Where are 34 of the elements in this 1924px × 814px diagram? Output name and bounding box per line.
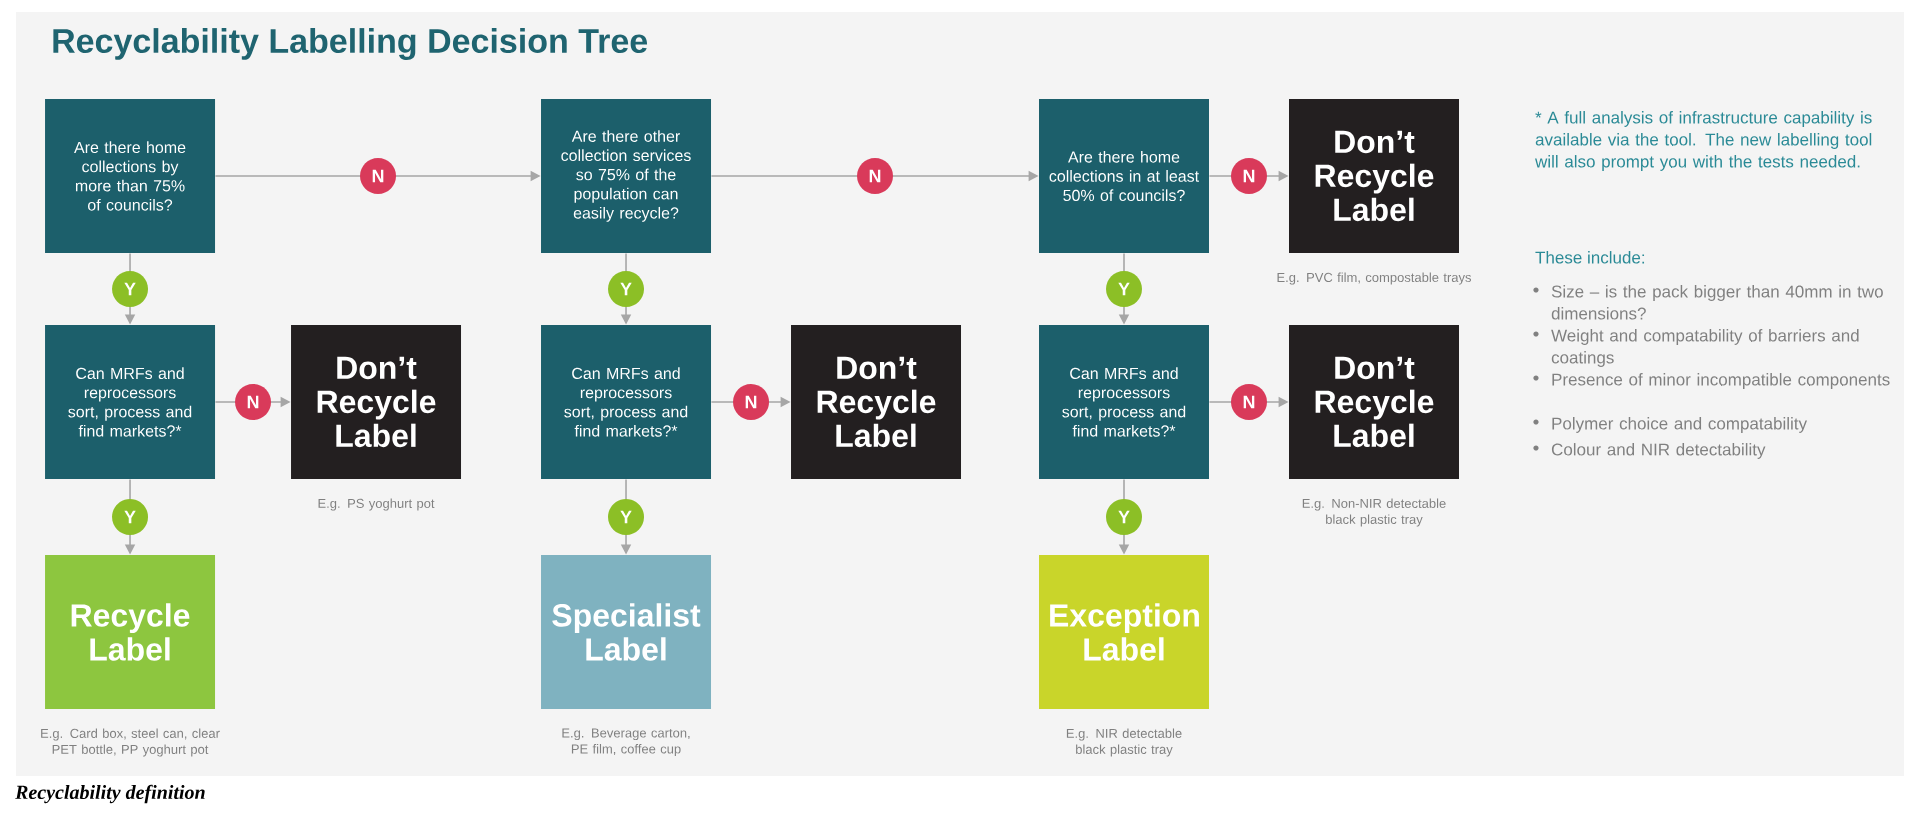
label-box: Exception Label xyxy=(1039,555,1209,709)
label-box: Don’t Recycle Label xyxy=(1289,99,1459,253)
decision-badge: Y xyxy=(112,271,149,307)
question-box: Can MRFs and reprocessors sort, process and find markets?* xyxy=(45,325,216,479)
bullet-item: Size – is the pack bigger than 40mm in two dimensions? xyxy=(1551,285,1883,320)
decision-badge: Y xyxy=(608,499,644,535)
question-box: Are there other collection services so 75% of the population can easily recycle? xyxy=(541,99,711,253)
decision-badge: N xyxy=(1231,384,1267,420)
label-box: Don’t Recycle Label xyxy=(791,325,961,479)
question-box: Can MRFs and reprocessors sort, process and find markets?* xyxy=(1039,325,1209,479)
label-box: Recycle Label xyxy=(45,555,216,709)
label-box: Don’t Recycle Label xyxy=(291,325,461,479)
footnote: * A full analysis of infrastructure capability is available via the tool. The new labelling tool will also prompt you with the tests needed. xyxy=(1535,111,1872,171)
decision-badge: Y xyxy=(112,499,149,535)
decision-badge: N xyxy=(360,158,396,194)
question-box: Can MRFs and reprocessors sort, process and find markets?* xyxy=(541,325,711,479)
decision-badge: N xyxy=(1231,158,1267,194)
bullet-item: Colour and NIR detectability xyxy=(1551,443,1766,459)
bullet-item: Presence of minor incompatible components xyxy=(1552,373,1890,389)
decision-badge: N xyxy=(235,384,272,420)
label-box: Don’t Recycle Label xyxy=(1289,325,1459,479)
decision-badge: Y xyxy=(1106,271,1142,307)
bullet-item: Weight and compatability of barriers and coatings xyxy=(1551,329,1859,367)
decision-badge: N xyxy=(733,384,769,420)
bullet-item: Polymer choice and compatability xyxy=(1552,417,1807,433)
decision-badge: Y xyxy=(1106,499,1142,535)
caption: Recyclability definition xyxy=(15,784,205,804)
decision-badge: N xyxy=(857,158,893,194)
question-box: Are there home collections by more than 75% of councils? xyxy=(45,99,216,253)
decision-badge: Y xyxy=(608,271,644,307)
title: Recyclability Labelling Decision Tree xyxy=(53,28,648,60)
question-box: Are there home collections in at least 50% of councils? xyxy=(1039,99,1209,253)
label-box: Specialist Label xyxy=(541,555,711,709)
list-heading: These include: xyxy=(1535,251,1645,264)
